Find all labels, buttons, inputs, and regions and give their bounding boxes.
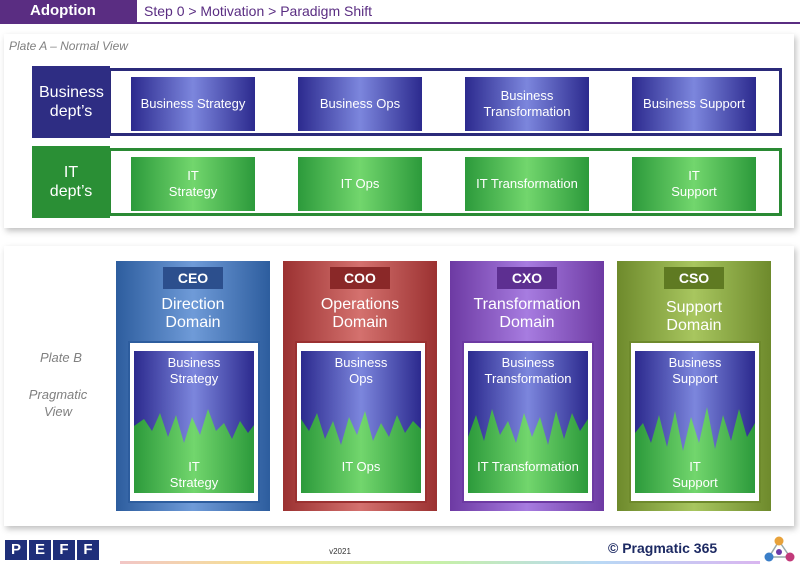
blend-it-label: IT Transformation	[477, 459, 579, 474]
molecule-logo-icon	[764, 536, 795, 562]
header-bar: Adoption Step 0 > Motivation > Paradigm …	[0, 0, 800, 24]
it-transformation-box: IT Transformation	[465, 157, 589, 211]
blend-panel: Business Transformation IT Transformatio…	[468, 351, 588, 493]
blend-graphic	[134, 351, 254, 493]
blend-graphic	[301, 351, 421, 493]
blend-it-label: IT Strategy	[169, 459, 219, 490]
blend-panel: Business Support IT Support	[635, 351, 755, 493]
business-ops-box: Business Ops	[298, 77, 422, 131]
business-row-label: Business dept’s	[32, 66, 110, 138]
peff-letter: P	[5, 540, 27, 560]
domain-title: Operations Domain	[320, 296, 400, 331]
blend-graphic	[468, 351, 588, 493]
role-badge-cso: CSO	[664, 267, 724, 289]
peff-letter: F	[53, 540, 75, 560]
plate-a-panel: Plate A – Normal View Business dept’s Bu…	[4, 34, 794, 228]
blend-panel: Business Strategy IT Strategy	[134, 351, 254, 493]
cso-support-domain: CSO Support Domain Business Support IT S…	[617, 261, 771, 511]
domain-title: Direction Domain	[161, 296, 225, 331]
blend-it-label: IT Support	[672, 459, 718, 490]
blend-graphic	[635, 351, 755, 493]
role-badge-coo: COO	[330, 267, 390, 289]
blend-it-label: IT Ops	[341, 459, 381, 474]
blend-business-label: Business Strategy	[167, 355, 221, 386]
footer-rainbow-divider	[120, 561, 760, 564]
it-layer	[635, 407, 755, 493]
business-transformation-box: Business Transformation	[465, 77, 589, 131]
peff-logo: P E F F	[5, 540, 99, 560]
role-badge-cxo: CXO	[497, 267, 557, 289]
brand-name: © Pragmatic 365	[608, 540, 718, 556]
business-support-box: Business Support	[632, 77, 756, 131]
it-ops-box: IT Ops	[298, 157, 422, 211]
blend-business-label: Business Ops	[334, 355, 388, 386]
it-support-box: IT Support	[632, 157, 756, 211]
it-strategy-box: IT Strategy	[131, 157, 255, 211]
coo-operations-domain: COO Operations Domain Business Ops IT Op…	[283, 261, 437, 511]
it-layer	[301, 411, 421, 493]
blend-business-label: Business Transformation	[484, 355, 572, 386]
it-layer	[468, 409, 588, 493]
it-layer	[134, 409, 254, 493]
business-strategy-box: Business Strategy	[131, 77, 255, 131]
domain-title: Support Domain	[665, 299, 723, 334]
plate-a-label: Plate A – Normal View	[9, 39, 128, 53]
role-badge-ceo: CEO	[163, 267, 223, 289]
section-tab[interactable]: Adoption	[0, 0, 137, 22]
blend-business-label: Business Support	[668, 355, 722, 386]
plate-b-sublabel: Pragmatic View	[28, 387, 88, 419]
blend-panel: Business Ops IT Ops	[301, 351, 421, 493]
cxo-transformation-domain: CXO Transformation Domain Business Trans…	[450, 261, 604, 511]
domain-title: Transformation Domain	[473, 296, 581, 331]
it-row-label: IT dept’s	[32, 146, 110, 218]
version-label: v2021	[329, 547, 351, 556]
peff-letter: F	[77, 540, 99, 560]
ceo-direction-domain: CEO Direction Domain Business Strategy I…	[116, 261, 270, 511]
peff-letter: E	[29, 540, 51, 560]
plate-b-panel: Plate B Pragmatic View CEO Direction Dom…	[4, 246, 794, 526]
plate-b-label: Plate B	[40, 350, 82, 365]
breadcrumb: Step 0 > Motivation > Paradigm Shift	[144, 3, 373, 19]
